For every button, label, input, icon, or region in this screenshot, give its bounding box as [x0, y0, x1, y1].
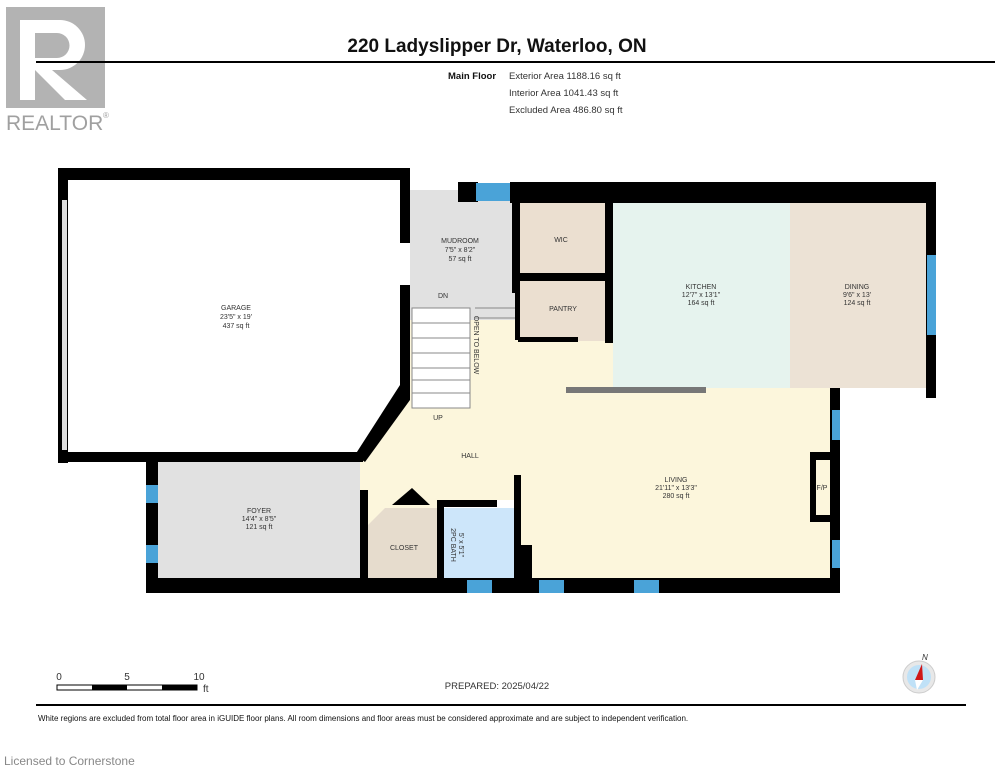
living-dims: 21'11" x 13'3" [655, 485, 697, 492]
compass-north-label: N [922, 653, 928, 662]
garage-name: GARAGE [221, 305, 251, 312]
exterior-area: Exterior Area 1188.16 sq ft [509, 71, 621, 82]
header-divider [36, 61, 995, 63]
foyer-name: FOYER [247, 508, 271, 515]
bath-dims: 5' x 5'1" [457, 533, 464, 558]
realtor-logo: REALTOR ® [6, 7, 109, 135]
room-fills [68, 181, 926, 583]
stairs-up-label: UP [433, 415, 443, 422]
windows [62, 183, 936, 593]
mudroom-name: MUDROOM [441, 238, 479, 245]
mudroom-area: 57 sq ft [449, 256, 472, 263]
pantry-name: PANTRY [549, 306, 577, 313]
scale-tick-5: 5 [124, 672, 130, 683]
fireplace-label: F/P [817, 485, 828, 492]
floor-label: Main Floor [448, 71, 496, 82]
stairs [411, 307, 515, 409]
registered-mark: ® [103, 111, 109, 120]
foyer-dims: 14'4" x 8'5" [242, 516, 277, 523]
dining-area: 124 sq ft [844, 300, 871, 307]
foyer-area: 121 sq ft [246, 524, 273, 531]
foyer-room [158, 462, 360, 579]
closet-name: CLOSET [390, 545, 419, 552]
living-name: LIVING [665, 477, 688, 484]
footer-divider [36, 704, 966, 706]
kitchen-room [613, 203, 790, 388]
garage-area: 437 sq ft [223, 323, 250, 330]
scale-tick-0: 0 [56, 672, 62, 683]
open-to-below-label: OPEN TO BELOW [472, 316, 479, 375]
room-labels: GARAGE 23'5" x 19' 437 sq ft MUDROOM 7'5… [220, 237, 871, 562]
scale-bar: 0 5 10 ft [56, 672, 209, 695]
disclaimer-text: White regions are excluded from total fl… [38, 714, 688, 723]
wic-name: WIC [554, 237, 568, 244]
license-text: Licensed to Cornerstone [4, 754, 135, 768]
page-title: 220 Ladyslipper Dr, Waterloo, ON [347, 36, 646, 57]
dining-dims: 9'6" x 13' [843, 292, 871, 299]
dining-room [790, 203, 926, 388]
realtor-logo-text: REALTOR [6, 112, 103, 135]
bath-room [444, 508, 514, 579]
compass-icon: N [902, 653, 936, 694]
mudroom-dims: 7'5" x 8'2" [445, 247, 476, 254]
scale-tick-10: 10 [193, 672, 205, 683]
mudroom-room [410, 190, 518, 320]
interior-area: Interior Area 1041.43 sq ft [509, 88, 619, 99]
kitchen-area: 164 sq ft [688, 300, 715, 307]
garage-dims: 23'5" x 19' [220, 314, 252, 321]
hall-name: HALL [461, 453, 479, 460]
wic-room [520, 203, 605, 273]
bath-name: 2PC BATH [449, 528, 456, 562]
closet-room [368, 508, 437, 579]
kitchen-dims: 12'7" x 13'1" [682, 292, 721, 299]
prepared-date: PREPARED: 2025/04/22 [445, 681, 549, 692]
dining-name: DINING [845, 284, 870, 291]
living-area: 280 sq ft [663, 493, 690, 500]
scale-unit: ft [203, 684, 209, 695]
pantry-room [520, 281, 605, 341]
kitchen-name: KITCHEN [686, 284, 717, 291]
garage-room [68, 181, 402, 455]
stairs-down-label: DN [438, 293, 448, 300]
excluded-area: Excluded Area 486.80 sq ft [509, 105, 623, 116]
hall-room [360, 320, 833, 583]
